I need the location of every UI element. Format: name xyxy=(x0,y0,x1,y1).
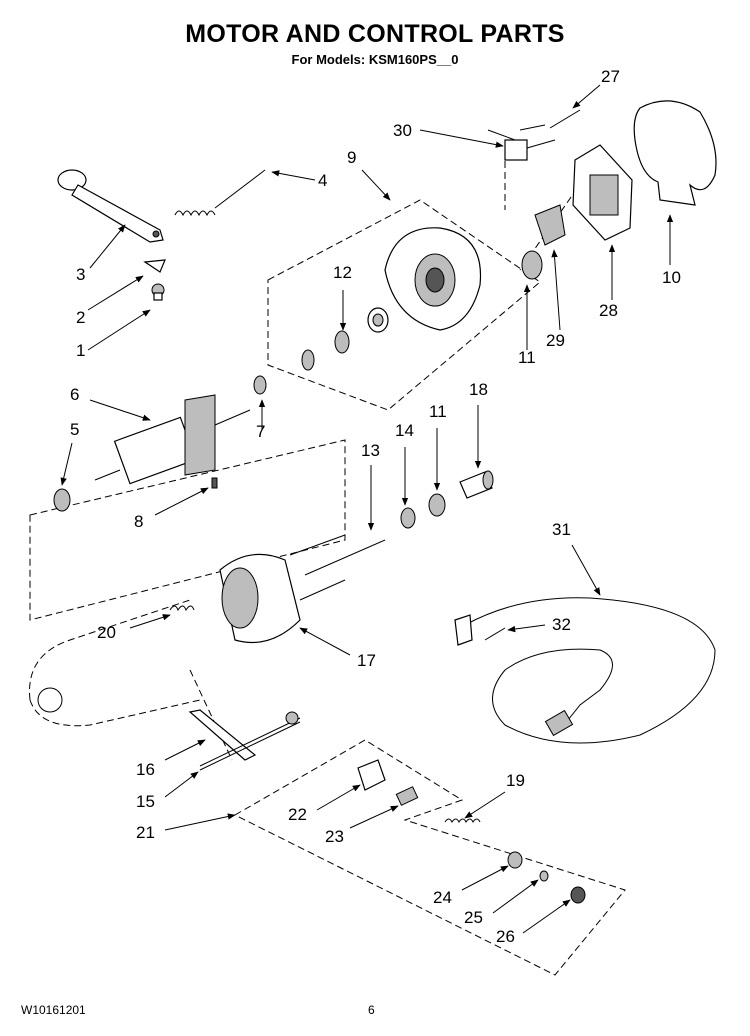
part-5-washer xyxy=(53,488,71,512)
document-number: W10161201 xyxy=(21,1003,86,1017)
part-10-cover xyxy=(633,100,717,206)
callout-27: 27 xyxy=(601,67,620,86)
callout-11-upper: 11 xyxy=(518,348,536,367)
callout-12: 12 xyxy=(333,263,352,282)
part-17-field xyxy=(219,534,346,644)
callout-16: 16 xyxy=(136,760,155,779)
callout-8: 8 xyxy=(134,512,143,531)
callout-5: 5 xyxy=(70,420,79,439)
part-18-bushing xyxy=(459,470,494,499)
callout-28: 28 xyxy=(599,301,618,320)
part-31-power-cord xyxy=(454,597,716,744)
part-12-washer xyxy=(334,330,350,354)
part-11-bearing-2 xyxy=(428,493,446,517)
callout-21: 21 xyxy=(136,823,155,842)
housing-port xyxy=(37,687,63,713)
page-number: 6 xyxy=(368,1003,375,1017)
part-7-washer xyxy=(253,375,267,395)
callout-17: 17 xyxy=(357,651,376,670)
part-32-screw xyxy=(484,627,506,641)
part-16-lever xyxy=(188,709,257,761)
callout-13: 13 xyxy=(361,441,380,460)
part-15-rod xyxy=(199,711,301,771)
callout-3: 3 xyxy=(76,265,85,284)
callout-19: 19 xyxy=(506,771,525,790)
part-13-rod xyxy=(304,539,386,576)
callout-20: 20 xyxy=(97,623,116,642)
page-title: MOTOR AND CONTROL PARTS xyxy=(185,20,565,48)
callout-2: 2 xyxy=(76,308,85,327)
part-1-screw xyxy=(151,283,165,301)
bearing-small xyxy=(367,307,389,333)
part-20-spring xyxy=(169,605,195,612)
callout-32: 32 xyxy=(552,615,571,634)
part-30-wiring xyxy=(487,124,556,161)
callout-25: 25 xyxy=(464,908,483,927)
callout-11-lower: 11 xyxy=(429,402,447,421)
callout-31: 31 xyxy=(552,520,571,539)
model-subtitle: For Models: KSM160PS__0 xyxy=(291,52,459,67)
part-4-spring xyxy=(174,169,266,217)
part-3-lever xyxy=(57,169,164,243)
dashed-link xyxy=(189,669,233,761)
part-11-bearing xyxy=(521,250,543,280)
part-19-spring xyxy=(444,818,481,823)
callout-4: 4 xyxy=(318,171,327,190)
part-29-brush-holder xyxy=(534,204,566,246)
part-6-armature xyxy=(94,394,251,485)
part-26-cap xyxy=(570,886,586,904)
group-9-outline xyxy=(267,199,541,411)
callout-1: 1 xyxy=(76,341,85,360)
callout-10: 10 xyxy=(662,268,681,287)
callout-29: 29 xyxy=(546,331,565,350)
part-14-washer xyxy=(400,507,416,529)
callout-24: 24 xyxy=(433,888,452,907)
callout-6: 6 xyxy=(70,385,79,404)
callout-26: 26 xyxy=(496,927,515,946)
leader-lines xyxy=(60,84,674,934)
callout-30: 30 xyxy=(393,121,412,140)
callout-18: 18 xyxy=(469,380,488,399)
part-23-coupler xyxy=(395,786,419,806)
part-9-bracket xyxy=(384,227,482,331)
part-22-knob xyxy=(357,759,386,791)
group-housing-outline xyxy=(29,439,346,621)
callout-9: 9 xyxy=(347,148,356,167)
callout-7: 7 xyxy=(256,422,265,441)
part-25-washer xyxy=(539,870,549,882)
housing-outline xyxy=(29,599,201,727)
callout-23: 23 xyxy=(325,827,344,846)
part-8-pin xyxy=(211,477,218,489)
part-27-screw xyxy=(549,109,581,129)
washer-small xyxy=(301,349,315,371)
part-2-clip xyxy=(143,259,166,273)
group-21-outline xyxy=(233,739,626,976)
callout-14: 14 xyxy=(395,421,414,440)
callout-22: 22 xyxy=(288,805,307,824)
part-24-nut xyxy=(507,851,523,869)
part-28-control-board xyxy=(572,144,633,241)
callout-15: 15 xyxy=(136,792,155,811)
